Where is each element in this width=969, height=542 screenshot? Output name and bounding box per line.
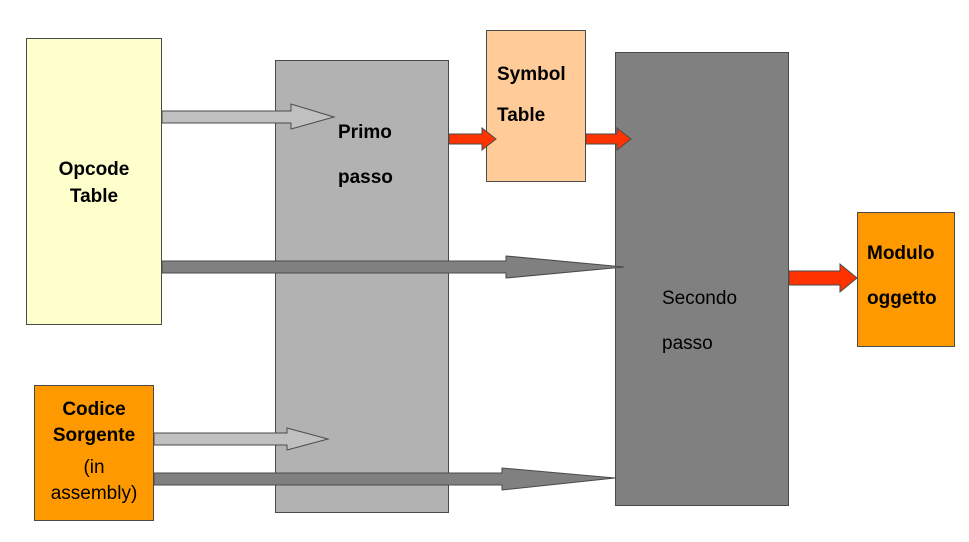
codice-sorgente-label-line2: Sorgente	[52, 425, 136, 446]
modulo-oggetto-label-line1: Modulo	[867, 243, 935, 264]
modulo-oggetto-box	[857, 212, 955, 347]
arrow-secondo-to-modulo	[788, 262, 858, 294]
arrow-opcode-to-secondo	[161, 255, 625, 279]
arrow-codice-to-primo	[153, 427, 330, 451]
codice-sorgente-label-line4: assembly)	[50, 483, 138, 504]
primo-passo-label-line1: Primo	[338, 122, 392, 143]
arrow-codice-to-secondo	[153, 467, 616, 491]
opcode-table-box	[26, 38, 162, 325]
secondo-passo-label-line2: passo	[662, 333, 713, 354]
primo-passo-label-line2: passo	[338, 167, 393, 188]
codice-sorgente-label-line3: (in	[83, 457, 105, 478]
modulo-oggetto-label-line2: oggetto	[867, 288, 937, 309]
symbol-table-label-line2: Table	[497, 105, 546, 126]
symbol-table-box	[486, 30, 586, 182]
arrow-symbol-to-secondo	[585, 126, 632, 152]
symbol-table-label-line1: Symbol	[497, 64, 566, 85]
arrow-opcode-to-primo	[161, 103, 336, 130]
secondo-passo-label-line1: Secondo	[662, 288, 738, 309]
arrow-primo-to-symbol	[448, 126, 497, 152]
codice-sorgente-box	[34, 385, 154, 521]
opcode-table-label-line1: Opcode	[58, 159, 130, 180]
codice-sorgente-label-line1: Codice	[62, 399, 126, 420]
secondo-passo-box	[615, 52, 789, 506]
opcode-table-label-line2: Table	[69, 186, 119, 207]
